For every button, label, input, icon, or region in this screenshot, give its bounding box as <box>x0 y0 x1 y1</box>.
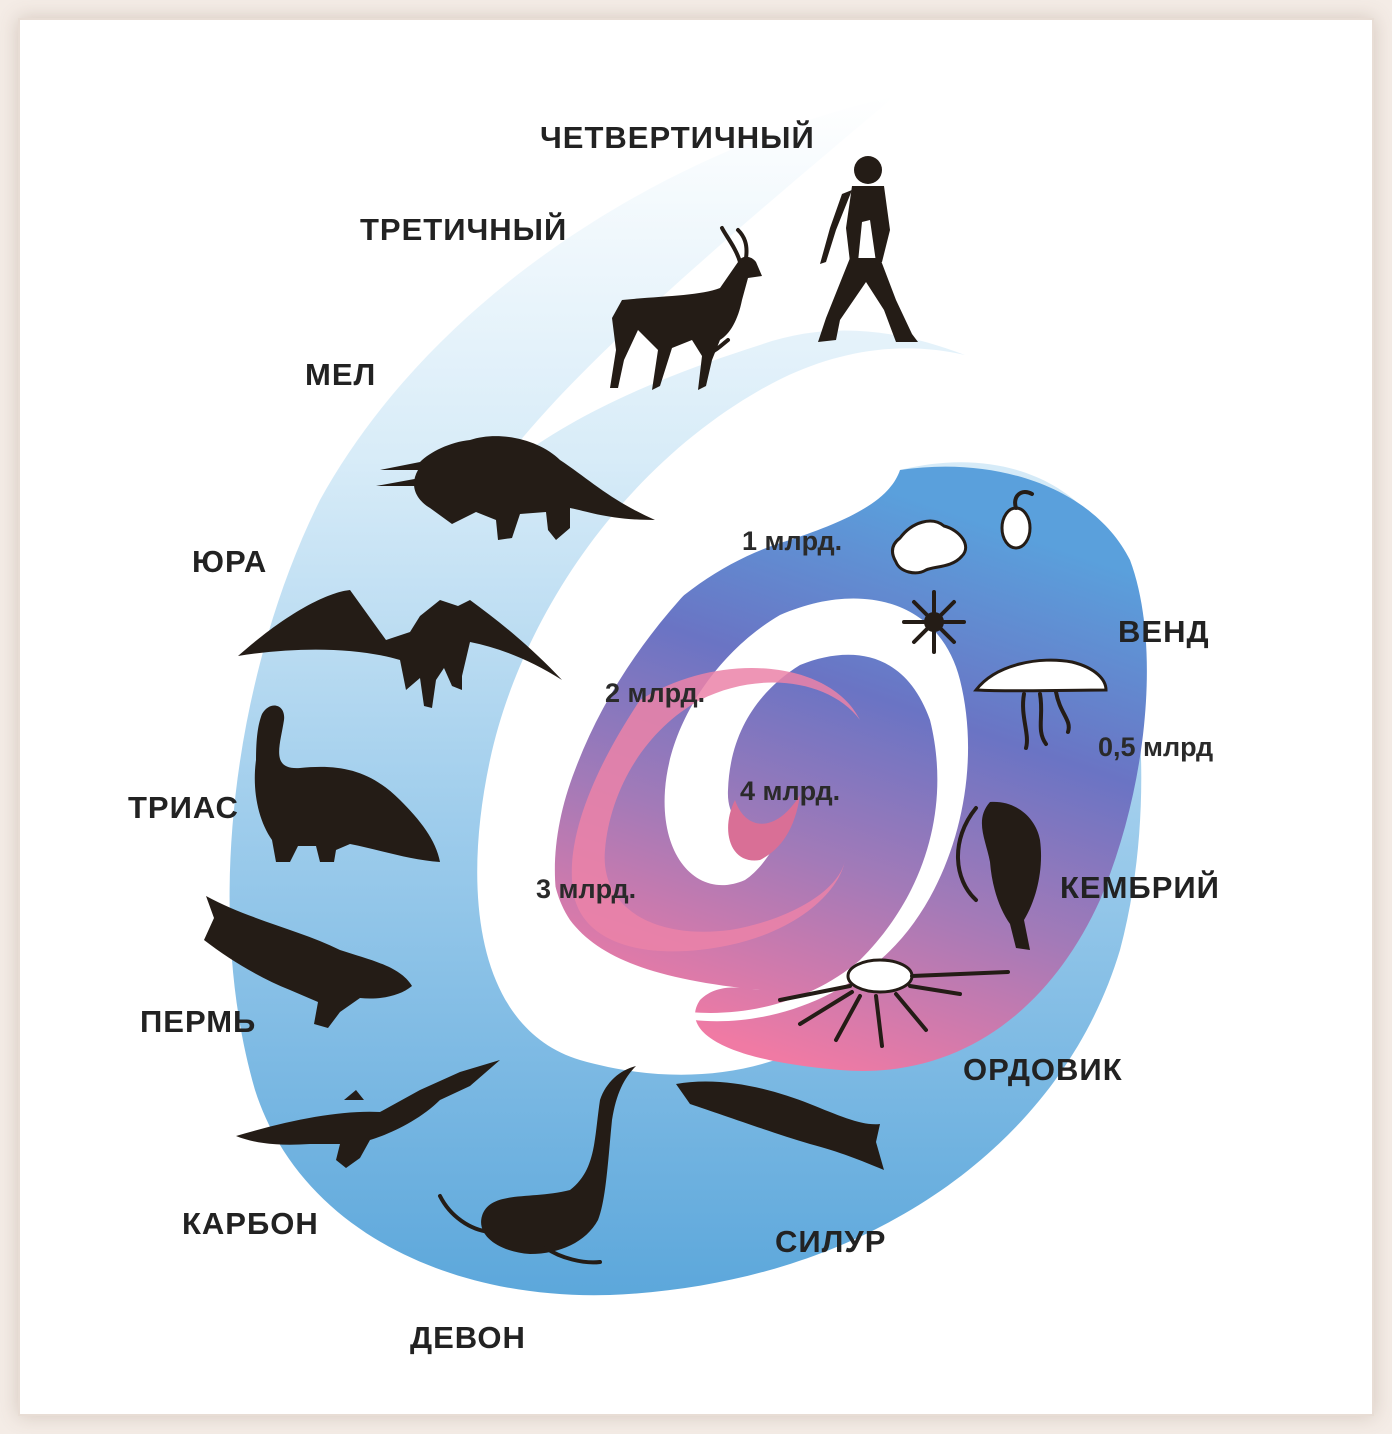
time-mark-2: 2 млрд. <box>605 678 705 708</box>
label-triassic: ТРИАС <box>128 790 239 825</box>
label-jurassic: ЮРА <box>192 544 267 579</box>
time-mark-0-5: 0,5 млрд <box>1098 732 1213 762</box>
time-mark-4: 4 млрд. <box>740 776 840 806</box>
label-cretaceous: МЕЛ <box>305 357 376 392</box>
label-quaternary: ЧЕТВЕРТИЧНЫЙ <box>540 119 815 155</box>
time-mark-1: 1 млрд. <box>742 526 842 556</box>
human-icon <box>818 156 918 342</box>
label-cambrian: КЕМБРИЙ <box>1060 869 1220 905</box>
time-mark-3: 3 млрд. <box>536 874 636 904</box>
label-carboniferous: КАРБОН <box>182 1206 319 1241</box>
label-ordovician: ОРДОВИК <box>963 1052 1123 1087</box>
label-permian: ПЕРМЬ <box>140 1004 256 1039</box>
label-vendian: ВЕНД <box>1118 614 1210 649</box>
radiolarian-icon <box>904 592 964 652</box>
label-devonian: ДЕВОН <box>410 1320 526 1355</box>
label-tertiary: ТРЕТИЧНЫЙ <box>360 211 567 247</box>
label-silurian: СИЛУР <box>775 1224 886 1259</box>
